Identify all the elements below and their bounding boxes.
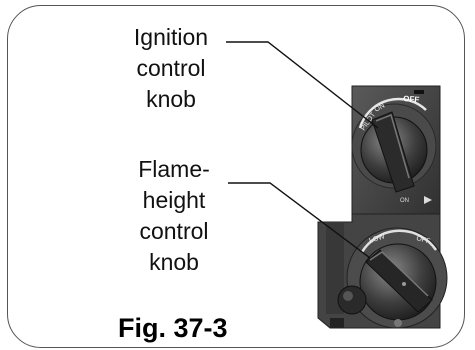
fitting-icon <box>394 319 402 327</box>
ignition-on-bottom-label: ON <box>400 198 409 204</box>
ignition-label-line1: Ignition <box>106 22 236 53</box>
piezo-button[interactable] <box>338 286 366 314</box>
flame-height-knob[interactable] <box>360 244 436 320</box>
flame-label-line4: knob <box>118 247 230 278</box>
flame-label-line2: height <box>118 185 230 216</box>
ignition-label-line2: control <box>106 53 236 84</box>
ignition-label-line3: knob <box>106 84 236 115</box>
figure-caption: Fig. 37-3 <box>118 313 228 343</box>
flame-label-line1: Flame- <box>118 154 230 185</box>
flame-label-line3: control <box>118 216 230 247</box>
ignition-knob-label: Ignition control knob <box>106 22 236 115</box>
ignition-off-label: OFF <box>403 94 420 104</box>
flame-knob-label: Flame- height control knob <box>118 154 230 278</box>
